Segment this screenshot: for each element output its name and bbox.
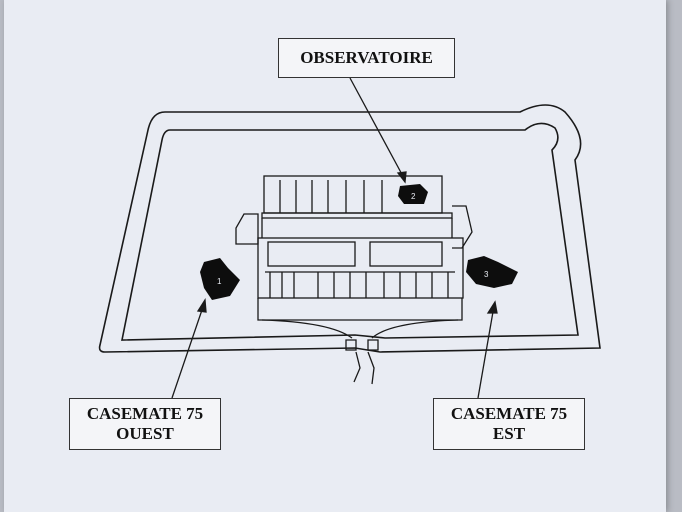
marker-observatoire: 2 xyxy=(411,192,416,201)
arrow-ouest xyxy=(171,303,205,399)
marker-ouest: 1 xyxy=(217,277,222,286)
arrow-observatoire xyxy=(349,77,406,181)
casemate-ouest-shape xyxy=(200,258,240,300)
label-casemate-est-line1: CASEMATE 75 xyxy=(450,404,568,423)
label-casemate-ouest-line2: OUEST xyxy=(116,424,174,443)
label-casemate-ouest-line1: CASEMATE 75 xyxy=(86,404,204,423)
label-casemate-ouest: CASEMATE 75 OUEST xyxy=(69,398,221,450)
observatoire-shape xyxy=(398,184,428,204)
label-casemate-est: CASEMATE 75 EST xyxy=(433,398,585,450)
casemate-est-shape xyxy=(466,256,518,288)
central-building xyxy=(235,175,473,385)
arrow-est xyxy=(477,305,495,399)
inner-rampart xyxy=(121,122,579,341)
outer-rampart xyxy=(98,104,601,353)
marker-est: 3 xyxy=(484,270,489,279)
label-observatoire: OBSERVATOIRE xyxy=(278,38,455,78)
label-observatoire-text: OBSERVATOIRE xyxy=(300,48,433,67)
label-casemate-est-line2: EST xyxy=(492,424,526,443)
